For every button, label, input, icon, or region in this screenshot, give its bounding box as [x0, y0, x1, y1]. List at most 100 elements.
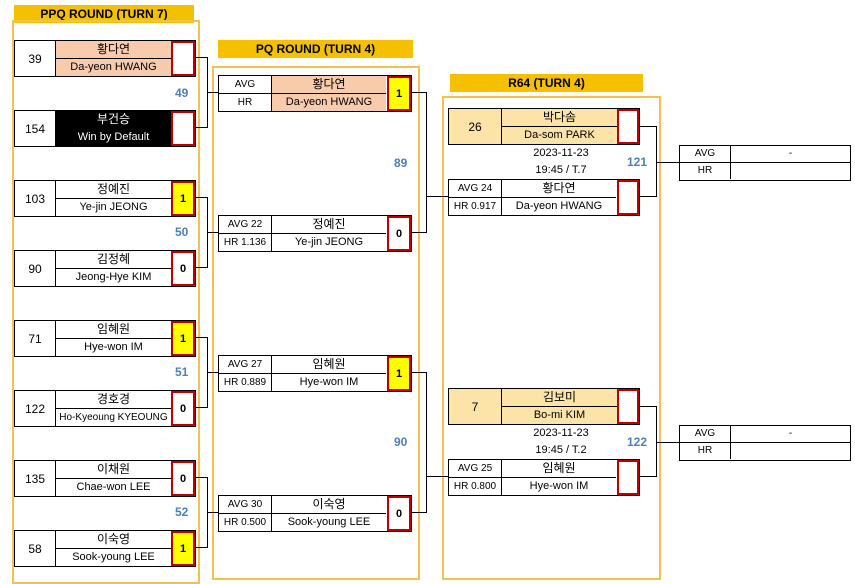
connector-line [195, 57, 207, 58]
player-seed: 154 [15, 111, 56, 146]
player-korean-name: 황다연 [272, 76, 386, 94]
match-time-table: 19:45 / T.2 [535, 444, 587, 456]
player-korean-name: 황다연 [56, 41, 171, 59]
hr-label: HR [680, 163, 731, 179]
player-english-name: Hye-won IM [84, 341, 143, 353]
player-english-name: Ye-jin JEONG [79, 201, 148, 213]
player-score: 1 [171, 181, 195, 216]
connector-line [195, 197, 207, 198]
pq-player-box: AVG 22 HR 1.136 정예진 Ye-jin JEONG 0 [218, 215, 412, 252]
player-score: 0 [387, 216, 411, 251]
avg-label: AVG [219, 76, 272, 94]
connector-line [411, 232, 426, 233]
player-english-name: Sook-young LEE [287, 516, 371, 528]
player-english-name: Da-yeon HWANG [56, 59, 171, 76]
player-score [617, 389, 639, 424]
pq-player-box: AVG HR 황다연 Da-yeon HWANG 1 [218, 75, 412, 112]
connector-line [656, 406, 657, 477]
player-english-name: Jeong-Hye KIM [75, 271, 152, 283]
r64-seeded-player-box: 7 김보미 Bo-mi KIM [448, 388, 640, 425]
match-number: 49 [175, 86, 189, 100]
connector-line [207, 232, 219, 233]
player-korean-name: 김보미 [502, 389, 617, 407]
pq-round-header: PQ ROUND (TURN 4) [218, 40, 413, 58]
connector-line [426, 92, 427, 233]
match-number: 122 [627, 435, 648, 449]
ppq-column-frame [12, 20, 200, 584]
player-english-name: Sook-young LEE [72, 551, 155, 563]
avg-value: - [731, 426, 850, 443]
player-score: 0 [171, 391, 195, 426]
ppq-player-box: 122 경호경 Ho-Kyeoung KYEOUNG 0 [14, 390, 196, 427]
match-time-table: 19:45 / T.7 [535, 164, 587, 176]
connector-line [195, 337, 207, 338]
player-english-name: Chae-won LEE [76, 481, 151, 493]
player-score: 1 [387, 356, 411, 391]
r64-opponent-box: AVG 25 HR 0.800 임혜원 Hye-won IM [448, 459, 640, 496]
player-korean-name: 박다솜 [502, 109, 617, 127]
player-score: 1 [171, 531, 195, 566]
player-score: 0 [387, 496, 411, 531]
player-korean-name: 황다연 [502, 180, 616, 198]
connector-line [195, 477, 207, 478]
ppq-player-box: 71 임혜원 Hye-won IM 1 [14, 320, 196, 357]
player-korean-name: 정예진 [56, 181, 171, 199]
pq-player-box: AVG 27 HR 0.889 임혜원 Hye-won IM 1 [218, 355, 412, 392]
match-number: 51 [175, 365, 189, 379]
connector-line [639, 476, 656, 477]
connector-line [207, 92, 219, 93]
player-english-name: Da-yeon HWANG [515, 200, 603, 212]
hr-label: HR 0.500 [219, 514, 272, 531]
player-korean-name: 이숙영 [56, 531, 171, 549]
player-english-name: Da-yeon HWANG [272, 94, 386, 111]
r64-opponent-box: AVG 24 HR 0.917 황다연 Da-yeon HWANG [448, 179, 640, 216]
ppq-player-box: 103 정예진 Ye-jin JEONG 1 [14, 180, 196, 217]
hr-label: HR 1.136 [219, 234, 272, 251]
connector-line [411, 372, 426, 373]
player-korean-name: 이채원 [56, 461, 171, 479]
next-round-result-box: AVG - HR [679, 145, 851, 181]
next-round-result-box: AVG - HR [679, 425, 851, 461]
match-number: 121 [627, 155, 648, 169]
player-seed: 90 [15, 251, 56, 286]
connector-line [195, 407, 207, 408]
avg-label: AVG 24 [449, 180, 502, 198]
hr-label: HR 0.800 [449, 478, 502, 495]
player-seed: 135 [15, 461, 56, 496]
player-english-name: Ho-Kyeoung KYEOUNG [59, 412, 168, 423]
player-korean-name: 부건승 [56, 111, 171, 129]
player-score: 0 [171, 461, 195, 496]
avg-label: AVG 25 [449, 460, 502, 478]
player-seed: 71 [15, 321, 56, 356]
player-english-name: Ye-jin JEONG [294, 236, 364, 248]
hr-value [731, 163, 850, 179]
player-score: 1 [387, 76, 411, 111]
connector-line [411, 512, 426, 513]
avg-label: AVG 30 [219, 496, 272, 514]
player-english-name: Hye-won IM [299, 376, 359, 388]
avg-label: AVG [680, 146, 731, 163]
player-korean-name: 임혜원 [502, 460, 616, 478]
match-date: 2023-11-23 [533, 147, 589, 159]
player-korean-name: 김정혜 [56, 251, 171, 269]
connector-line [656, 162, 679, 163]
avg-label: AVG [680, 426, 731, 443]
connector-line [207, 512, 219, 513]
player-english-name: Bo-mi KIM [502, 407, 617, 424]
ppq-player-box: 58 이숙영 Sook-young LEE 1 [14, 530, 196, 567]
ppq-player-box: 90 김정혜 Jeong-Hye KIM 0 [14, 250, 196, 287]
player-score [617, 180, 639, 215]
hr-label: HR [219, 94, 272, 111]
player-korean-name: 임혜원 [56, 321, 171, 339]
connector-line [195, 127, 207, 128]
player-score: 1 [171, 321, 195, 356]
player-seed: 58 [15, 531, 56, 566]
player-english-name: Hye-won IM [529, 480, 589, 492]
connector-line [426, 372, 427, 513]
connector-line [207, 372, 219, 373]
player-korean-name: 임혜원 [272, 356, 386, 374]
connector-line [195, 547, 207, 548]
connector-line [639, 406, 656, 407]
match-date: 2023-11-23 [533, 427, 589, 439]
player-score [171, 111, 195, 146]
